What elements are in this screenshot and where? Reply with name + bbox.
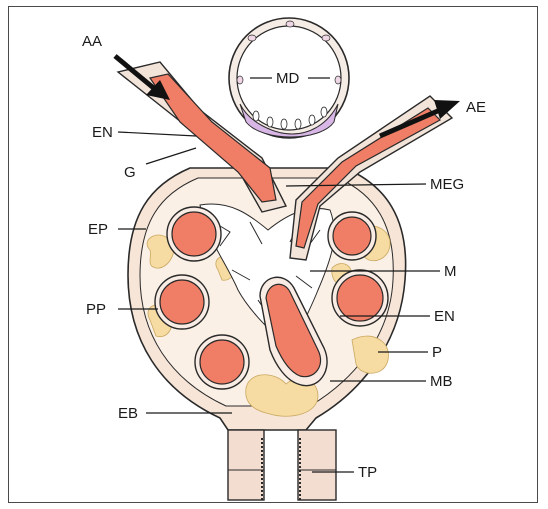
label-g: G	[124, 164, 136, 181]
label-tp: TP	[358, 464, 377, 481]
label-aa: AA	[82, 33, 102, 50]
label-pp: PP	[86, 301, 106, 318]
label-mb: MB	[430, 373, 453, 390]
label-meg: MEG	[430, 176, 464, 193]
proximal-tubule	[228, 430, 264, 500]
label-p: P	[432, 344, 442, 361]
label-md: MD	[276, 70, 299, 87]
label-en-top: EN	[92, 124, 113, 141]
label-ep: EP	[88, 221, 108, 238]
label-en-right: EN	[434, 308, 455, 325]
label-eb: EB	[118, 405, 138, 422]
label-ae: AE	[466, 99, 486, 116]
proximal-tubule-right	[298, 430, 336, 500]
label-m: M	[444, 263, 457, 280]
